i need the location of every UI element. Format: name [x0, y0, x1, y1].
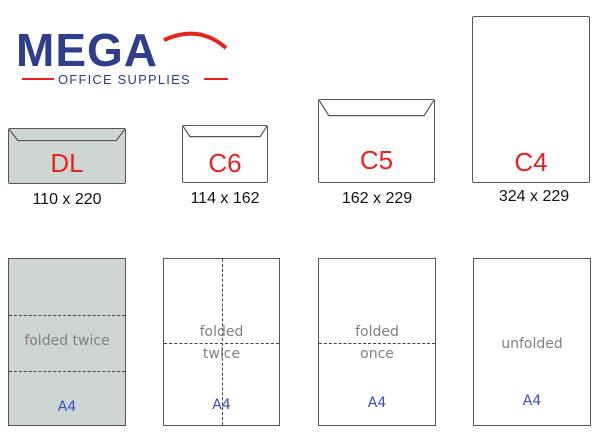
logo-word: MEGA — [16, 26, 158, 76]
fold-label-group: folded once — [319, 321, 435, 365]
envelope-flap — [318, 99, 435, 117]
sheet-c6: folded twice A4 — [163, 258, 280, 426]
envelope-label-dl: DL — [50, 148, 84, 178]
mega-logo: MEGA OFFICE SUPPLIES — [14, 24, 234, 92]
envelope-c4: C4 — [472, 16, 590, 183]
logo-tagline: OFFICE SUPPLIES — [58, 72, 191, 87]
fold-label-line1: folded — [355, 324, 399, 340]
envelope-label-c6: C6 — [208, 148, 242, 178]
envelope-size-dl: 110 x 220 — [32, 191, 102, 208]
envelope-size-c4: 324 x 229 — [498, 188, 570, 205]
fold-line-horizontal — [164, 343, 279, 344]
envelope-flap — [182, 125, 268, 138]
envelope-dl: DL — [8, 128, 126, 184]
envelope-c6: C6 — [182, 125, 268, 183]
fold-line — [9, 371, 125, 372]
sheet-c5: folded once A4 — [318, 258, 436, 426]
paper-label: A4 — [367, 395, 387, 411]
fold-label-line2: once — [360, 346, 394, 362]
logo-graphic: MEGA OFFICE SUPPLIES — [16, 24, 228, 87]
fold-label: folded twice — [24, 333, 110, 349]
envelope-size-c6: 114 x 162 — [190, 190, 260, 207]
logo-swoosh — [163, 31, 228, 50]
sheet-dl: folded twice A4 — [8, 258, 126, 426]
envelope-flap — [8, 128, 126, 142]
fold-label-line1: folded — [199, 324, 244, 340]
paper-label: A4 — [522, 393, 542, 409]
envelope-label-c4: C4 — [514, 147, 548, 177]
fold-label-group: folded twice — [164, 321, 279, 365]
fold-label: unfolded — [501, 336, 563, 352]
envelope-size-c5: 162 x 229 — [341, 190, 413, 207]
envelope-label-c5: C5 — [359, 145, 394, 175]
paper-label: A4 — [212, 397, 231, 413]
fold-label-line2: twice — [202, 346, 241, 362]
fold-line — [319, 343, 435, 344]
fold-line-vertical — [222, 259, 223, 425]
sheet-c4: unfolded A4 — [473, 258, 591, 426]
envelope-c5: C5 — [318, 99, 435, 183]
paper-label: A4 — [57, 399, 77, 415]
fold-line — [9, 315, 125, 316]
